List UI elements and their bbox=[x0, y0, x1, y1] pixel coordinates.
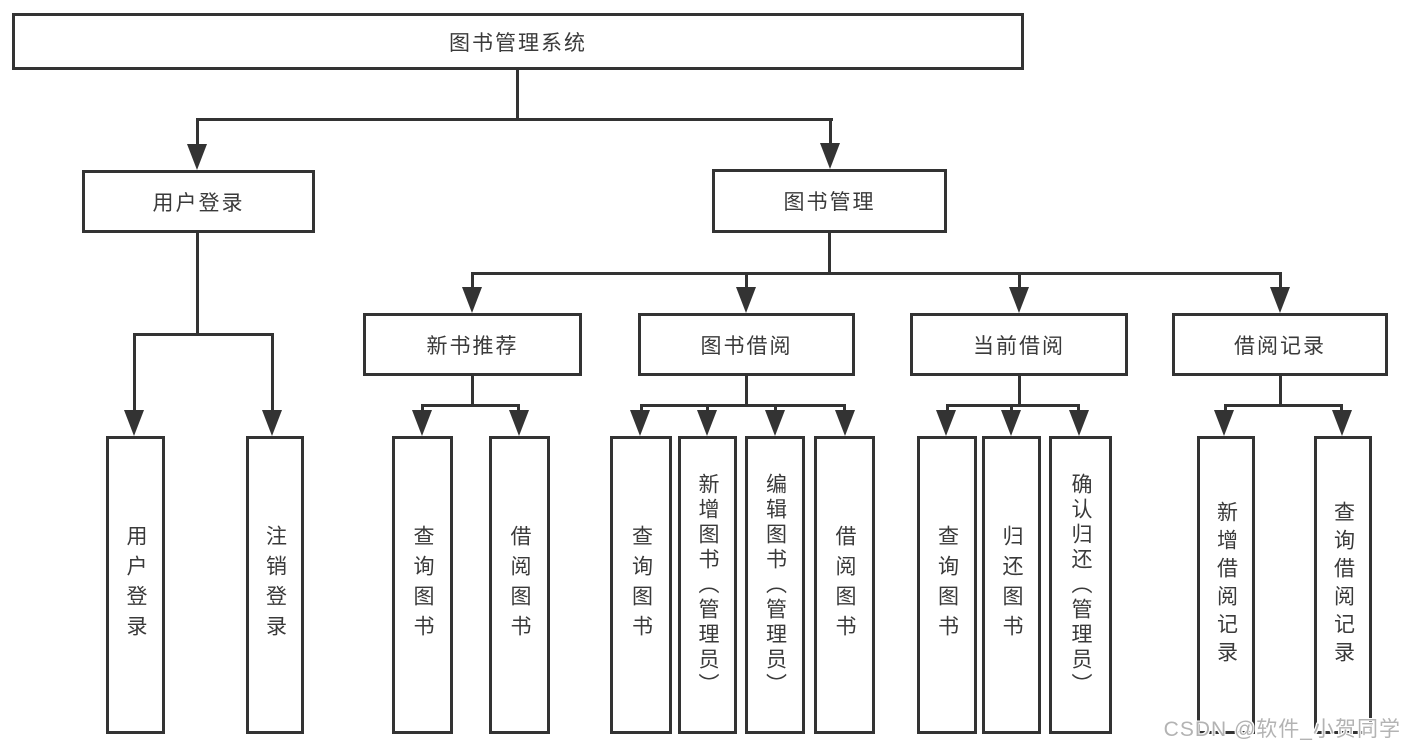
arrowhead-book-mgmt bbox=[820, 143, 840, 169]
node-root-label: 图书管理系统 bbox=[449, 31, 587, 55]
leaf-bb-add-books-admin-label: 新增图书（管理员） bbox=[696, 472, 719, 698]
leaf-cb-confirm-return-admin: 确认归还（管理员） bbox=[1049, 436, 1112, 734]
node-current-borrow: 当前借阅 bbox=[910, 313, 1128, 376]
arrowhead-bb-borrow bbox=[835, 410, 855, 436]
connector-current-borrow-stem bbox=[1018, 376, 1021, 407]
leaf-cb-query-books: 查询图书 bbox=[917, 436, 977, 734]
leaf-bb-query-books: 查询图书 bbox=[610, 436, 672, 734]
connector-drop-cb-query bbox=[946, 404, 949, 414]
leaf-user-login-label: 用户登录 bbox=[124, 525, 147, 645]
arrowhead-bb-query bbox=[630, 410, 650, 436]
leaf-br-query-record-label: 查询借阅记录 bbox=[1331, 501, 1355, 669]
leaf-nb-query-books-label: 查询图书 bbox=[411, 525, 434, 645]
connector-drop-user-login bbox=[196, 118, 199, 148]
arrowhead-cb-confirm bbox=[1069, 410, 1089, 436]
node-current-borrow-label: 当前借阅 bbox=[973, 334, 1065, 358]
connector-borrow-records-stem bbox=[1279, 376, 1282, 407]
arrowhead-bb-edit bbox=[765, 410, 785, 436]
node-new-books: 新书推荐 bbox=[363, 313, 582, 376]
connector-drop-bb-edit bbox=[774, 404, 777, 414]
connector-root-branch bbox=[196, 118, 833, 121]
arrowhead-leaf-logout bbox=[262, 410, 282, 436]
connector-new-books-branch bbox=[421, 404, 520, 407]
leaf-logout-label: 注销登录 bbox=[263, 525, 287, 645]
connector-book-borrow-stem bbox=[745, 376, 748, 407]
arrowhead-nb-query bbox=[412, 410, 432, 436]
node-root-system: 图书管理系统 bbox=[12, 13, 1024, 70]
arrowhead-br-add bbox=[1214, 410, 1234, 436]
connector-book-borrow-branch bbox=[640, 404, 846, 407]
arrowhead-user-login bbox=[187, 144, 207, 170]
connector-drop-current-borrow bbox=[1018, 272, 1021, 290]
node-book-mgmt: 图书管理 bbox=[712, 169, 947, 233]
leaf-bb-edit-books-admin-label: 编辑图书（管理员） bbox=[763, 472, 787, 698]
node-user-login: 用户登录 bbox=[82, 170, 315, 233]
leaf-cb-confirm-return-admin-label: 确认归还（管理员） bbox=[1069, 472, 1092, 698]
connector-drop-bb-query bbox=[640, 404, 643, 414]
node-borrow-records: 借阅记录 bbox=[1172, 313, 1388, 376]
connector-book-mgmt-branch bbox=[471, 272, 1282, 275]
connector-current-borrow-branch bbox=[946, 404, 1080, 407]
leaf-cb-return-books-label: 归还图书 bbox=[1000, 525, 1023, 645]
leaf-bb-borrow-books-label: 借阅图书 bbox=[833, 525, 856, 645]
node-book-borrow-label: 图书借阅 bbox=[700, 334, 793, 358]
connector-drop-new-books bbox=[471, 272, 474, 290]
leaf-bb-query-books-label: 查询图书 bbox=[629, 525, 653, 645]
connector-drop-nb-query bbox=[421, 404, 424, 414]
connector-drop-br-add bbox=[1224, 404, 1227, 414]
node-book-mgmt-label: 图书管理 bbox=[783, 191, 876, 214]
arrowhead-borrow-records bbox=[1270, 287, 1290, 313]
connector-drop-leaf-login bbox=[133, 333, 136, 413]
csdn-watermark: CSDN @软件_小贺同学 bbox=[1163, 718, 1401, 741]
arrowhead-cb-return bbox=[1001, 410, 1021, 436]
arrowhead-new-books bbox=[462, 287, 482, 313]
node-book-borrow: 图书借阅 bbox=[638, 313, 855, 376]
connector-drop-book-mgmt bbox=[829, 118, 832, 147]
connector-root-stem bbox=[516, 70, 519, 121]
leaf-bb-edit-books-admin: 编辑图书（管理员） bbox=[745, 436, 805, 734]
connector-borrow-records-branch bbox=[1224, 404, 1343, 407]
leaf-br-add-record-label: 新增借阅记录 bbox=[1214, 501, 1238, 669]
connector-drop-leaf-logout bbox=[271, 333, 274, 413]
connector-user-login-branch bbox=[133, 333, 274, 336]
node-new-books-label: 新书推荐 bbox=[426, 334, 519, 358]
leaf-bb-borrow-books: 借阅图书 bbox=[814, 436, 875, 734]
connector-book-mgmt-stem bbox=[828, 233, 831, 275]
connector-drop-br-query bbox=[1340, 404, 1343, 414]
arrowhead-br-query bbox=[1332, 410, 1352, 436]
connector-drop-nb-borrow bbox=[517, 404, 520, 414]
arrowhead-current-borrow bbox=[1009, 287, 1029, 313]
arrowhead-bb-add bbox=[697, 410, 717, 436]
arrowhead-book-borrow bbox=[736, 287, 756, 313]
arrowhead-nb-borrow bbox=[509, 410, 529, 436]
node-borrow-records-label: 借阅记录 bbox=[1234, 334, 1326, 358]
connector-new-books-stem bbox=[471, 376, 474, 407]
connector-drop-bb-borrow bbox=[843, 404, 846, 414]
leaf-logout: 注销登录 bbox=[246, 436, 304, 734]
connector-drop-bb-add bbox=[706, 404, 709, 414]
arrowhead-leaf-login bbox=[124, 410, 144, 436]
connector-drop-book-borrow bbox=[745, 272, 748, 290]
leaf-bb-add-books-admin: 新增图书（管理员） bbox=[678, 436, 737, 734]
connector-drop-cb-confirm bbox=[1077, 404, 1080, 414]
connector-user-login-stem bbox=[196, 233, 199, 336]
leaf-user-login: 用户登录 bbox=[106, 436, 165, 734]
leaf-nb-borrow-books-label: 借阅图书 bbox=[508, 525, 531, 645]
arrowhead-cb-query bbox=[936, 410, 956, 436]
leaf-br-add-record: 新增借阅记录 bbox=[1197, 436, 1255, 734]
connector-drop-borrow-records bbox=[1279, 272, 1282, 290]
leaf-br-query-record: 查询借阅记录 bbox=[1314, 436, 1372, 734]
leaf-nb-query-books: 查询图书 bbox=[392, 436, 453, 734]
leaf-cb-query-books-label: 查询图书 bbox=[935, 525, 959, 645]
leaf-cb-return-books: 归还图书 bbox=[982, 436, 1041, 734]
leaf-nb-borrow-books: 借阅图书 bbox=[489, 436, 550, 734]
node-user-login-label: 用户登录 bbox=[152, 191, 245, 215]
connector-drop-cb-return bbox=[1010, 404, 1013, 414]
